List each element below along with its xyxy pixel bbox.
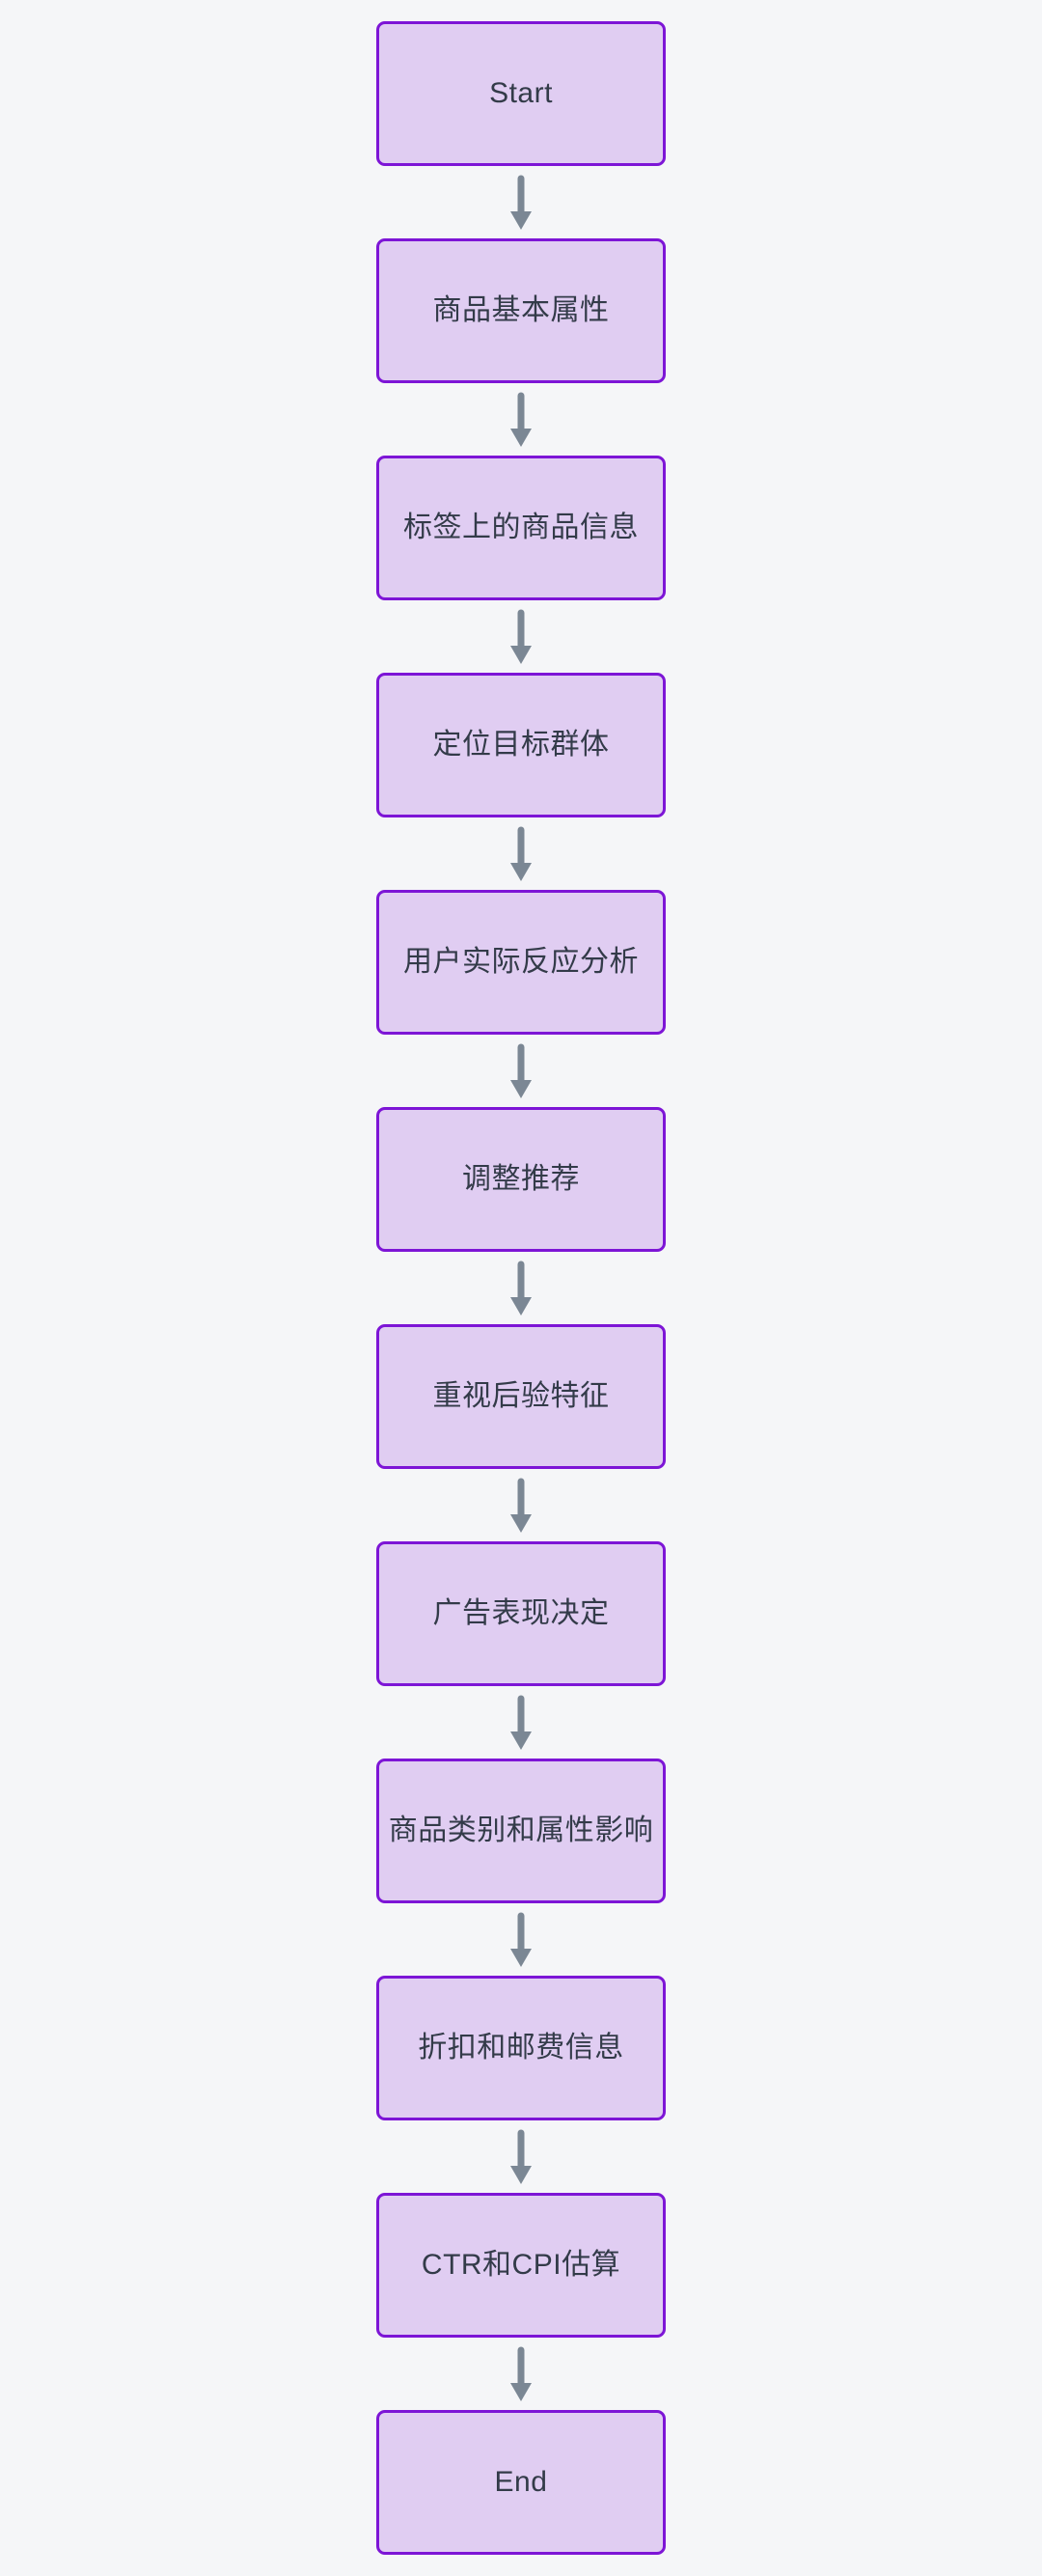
- flow-node-label-product-info: 标签上的商品信息: [376, 456, 666, 600]
- flow-node-label: Start: [489, 77, 553, 109]
- arrow-connector: [508, 1686, 534, 1759]
- flow-node-label: End: [494, 2466, 548, 2498]
- flow-node-start: Start: [376, 21, 666, 166]
- flow-node-product-basic-attrs: 商品基本属性: [376, 238, 666, 383]
- flow-node-label: 重视后验特征: [432, 1380, 610, 1412]
- arrow-down-icon: [510, 1695, 532, 1750]
- arrow-down-icon: [510, 826, 532, 881]
- arrow-connector: [508, 817, 534, 890]
- flow-node-label: CTR和CPI估算: [421, 2249, 621, 2281]
- flow-node-label: 商品类别和属性影响: [388, 1814, 654, 1846]
- flow-node-label: 折扣和邮费信息: [418, 2032, 624, 2064]
- arrow-down-icon: [510, 2346, 532, 2401]
- arrow-down-icon: [510, 1260, 532, 1316]
- flow-node-label: 调整推荐: [462, 1163, 580, 1195]
- arrow-connector: [508, 600, 534, 673]
- arrow-down-icon: [510, 175, 532, 230]
- arrow-down-icon: [510, 609, 532, 664]
- arrow-connector: [508, 383, 534, 456]
- arrow-connector: [508, 2338, 534, 2410]
- arrow-connector: [508, 1903, 534, 1976]
- flow-node-adjust-recommendation: 调整推荐: [376, 1107, 666, 1252]
- flow-node-discount-postage-info: 折扣和邮费信息: [376, 1976, 666, 2120]
- arrow-down-icon: [510, 1043, 532, 1098]
- flow-node-label: 商品基本属性: [432, 294, 610, 326]
- flow-node-label: 用户实际反应分析: [403, 946, 639, 978]
- arrow-down-icon: [510, 1912, 532, 1967]
- arrow-connector: [508, 1469, 534, 1541]
- flow-node-label: 定位目标群体: [432, 729, 610, 761]
- flow-node-label: 广告表现决定: [432, 1597, 610, 1629]
- arrow-down-icon: [510, 2129, 532, 2184]
- flow-node-posterior-features: 重视后验特征: [376, 1324, 666, 1469]
- arrow-connector: [508, 1035, 534, 1107]
- arrow-down-icon: [510, 1478, 532, 1533]
- flow-node-user-reaction-analysis: 用户实际反应分析: [376, 890, 666, 1035]
- arrow-connector: [508, 1252, 534, 1324]
- flow-node-category-attr-influence: 商品类别和属性影响: [376, 1759, 666, 1903]
- flow-node-label: 标签上的商品信息: [403, 512, 639, 543]
- arrow-connector: [508, 166, 534, 238]
- arrow-down-icon: [510, 392, 532, 447]
- flow-node-target-group: 定位目标群体: [376, 673, 666, 817]
- flow-node-ctr-cpi-estimation: CTR和CPI估算: [376, 2193, 666, 2338]
- flow-node-ad-performance-decision: 广告表现决定: [376, 1541, 666, 1686]
- arrow-connector: [508, 2120, 534, 2193]
- flow-node-end: End: [376, 2410, 666, 2555]
